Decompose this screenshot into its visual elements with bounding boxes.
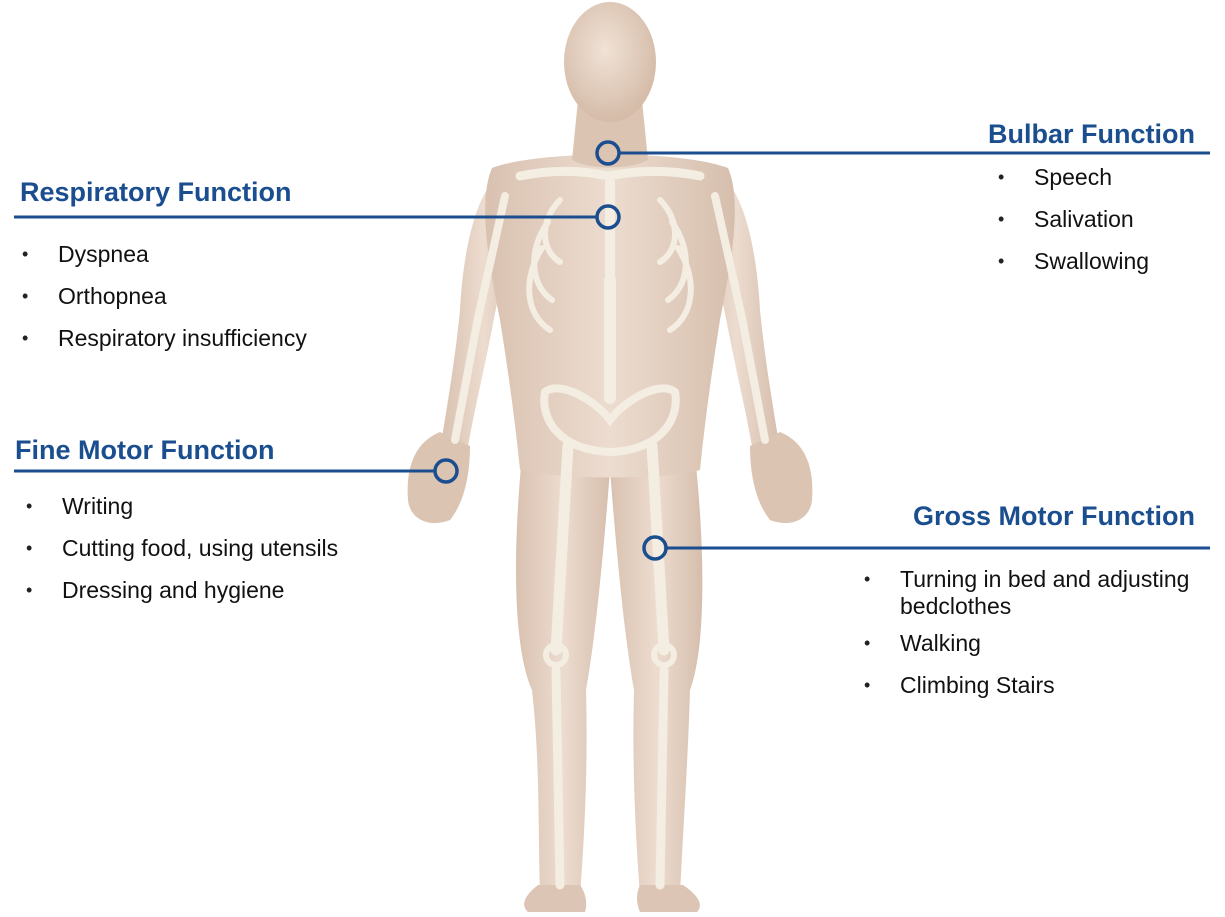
- list-item: Respiratory insufficiency: [20, 325, 440, 352]
- respiratory-list: Dyspnea Orthopnea Respiratory insufficie…: [20, 241, 440, 367]
- list-item: Walking: [862, 630, 1202, 657]
- fine-motor-list: Writing Cutting food, using utensils Dre…: [24, 493, 444, 619]
- head: [564, 2, 656, 122]
- list-item: Turning in bed and adjusting bedclothes: [862, 566, 1202, 620]
- human-body-figure: [408, 2, 813, 912]
- list-item: Cutting food, using utensils: [24, 535, 444, 562]
- list-item: Orthopnea: [20, 283, 440, 310]
- legs: [516, 455, 702, 912]
- list-item: Salivation: [996, 206, 1216, 233]
- respiratory-heading: Respiratory Function: [20, 176, 292, 208]
- bulbar-heading: Bulbar Function: [988, 118, 1195, 150]
- bulbar-list: Speech Salivation Swallowing: [996, 164, 1216, 290]
- gross-motor-heading: Gross Motor Function: [913, 500, 1195, 532]
- list-item: Dyspnea: [20, 241, 440, 268]
- list-item: Swallowing: [996, 248, 1216, 275]
- list-item: Climbing Stairs: [862, 672, 1202, 699]
- list-item: Speech: [996, 164, 1216, 191]
- gross-motor-list: Turning in bed and adjusting bedclothes …: [862, 566, 1202, 714]
- gross-motor-callout: [644, 537, 1210, 559]
- list-item: Dressing and hygiene: [24, 577, 444, 604]
- list-item: Writing: [24, 493, 444, 520]
- fine-motor-heading: Fine Motor Function: [15, 434, 274, 466]
